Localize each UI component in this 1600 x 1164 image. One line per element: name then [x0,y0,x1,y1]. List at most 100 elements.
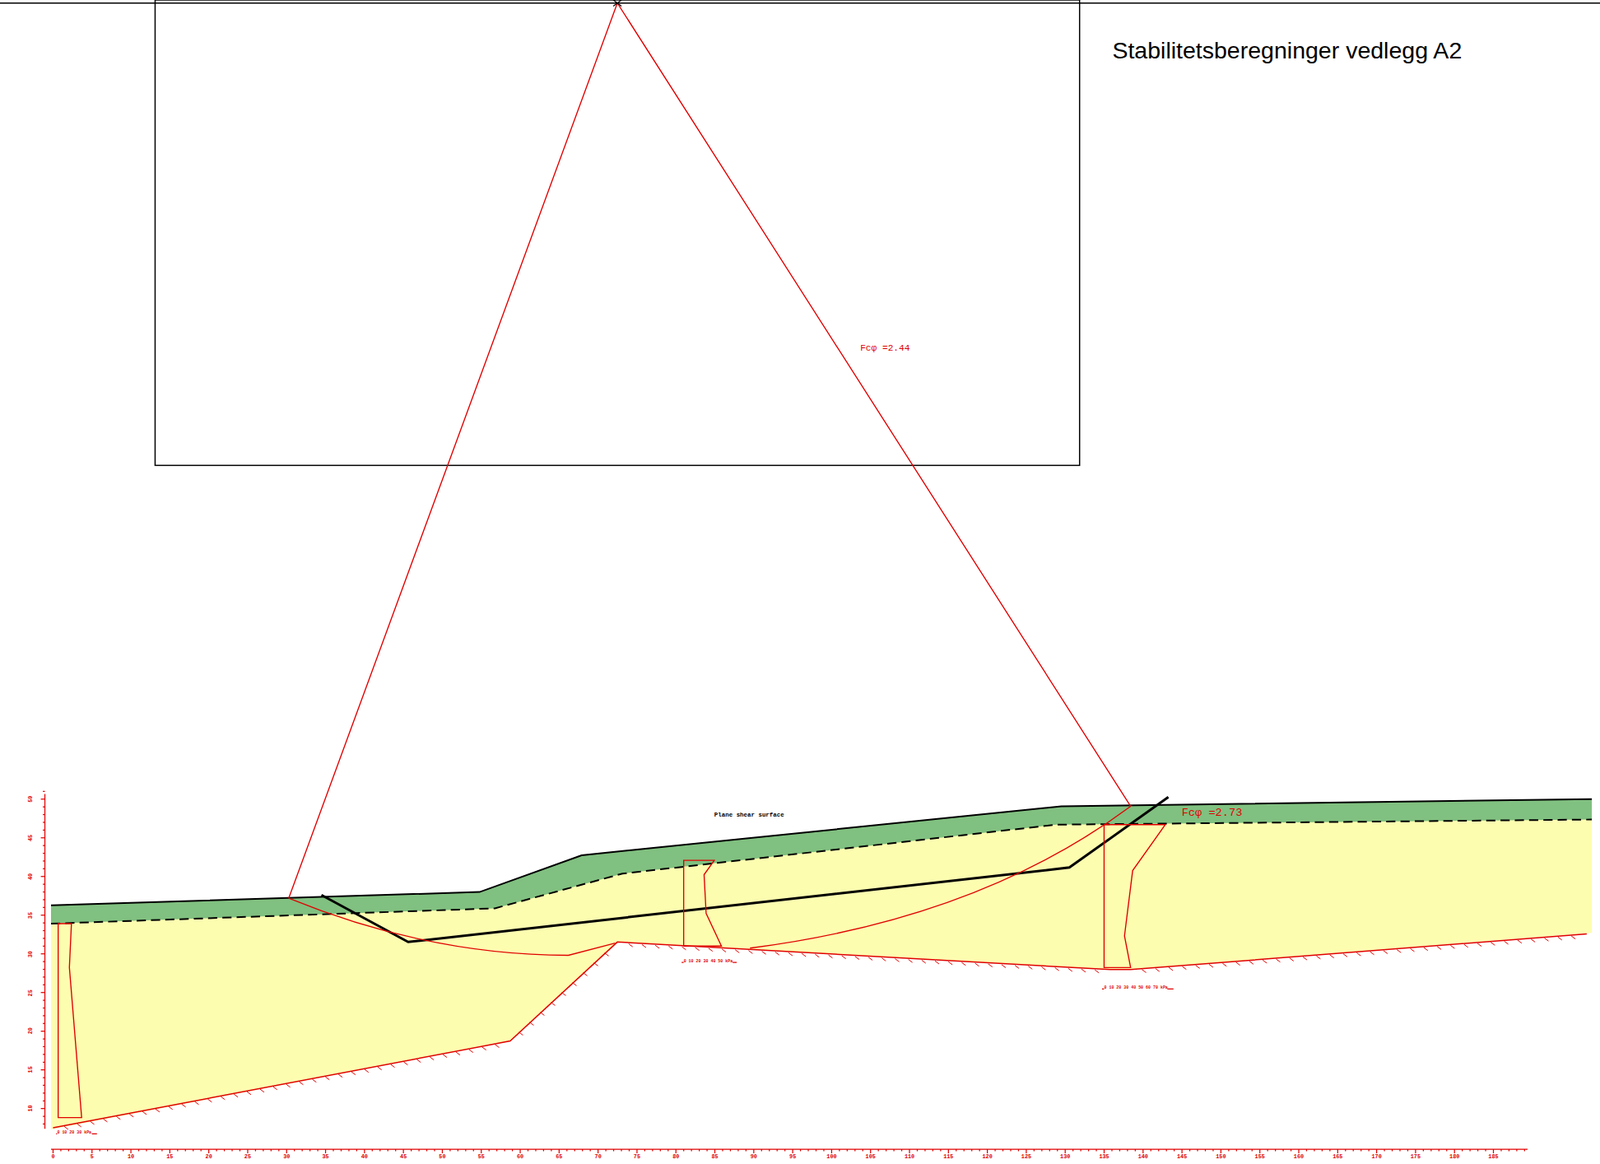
axis-tick [496,1148,498,1151]
hatch-tick [814,953,819,958]
hatch-tick [1544,937,1549,941]
axis-tick [1173,1148,1175,1151]
scale-label: 0 10 20 30 40 50 60 70 kPa [1103,986,1168,991]
hatch-tick [934,960,940,964]
zoom-box [154,0,1080,466]
axis-tick [1095,1148,1097,1151]
axis-tick [1204,1148,1206,1151]
hatch-tick [1558,936,1563,940]
topsoil-layer [51,799,1592,924]
hatch-tick [1249,961,1254,965]
hatch-tick [181,1103,187,1107]
axis-number: 140 [1138,1153,1149,1160]
radius-lines [288,3,1131,898]
hatch-tick [1262,959,1267,963]
axis-tick [519,1148,521,1154]
axis-tick [449,1148,451,1151]
drawing-title: Stabilitetsberegninger vedlegg A2 [1111,38,1462,63]
axis-tick [1383,1148,1385,1151]
axis-tick [106,1148,108,1151]
hatch-tick [482,1046,487,1051]
hatch-tick [1316,955,1321,959]
hatch-tick [311,1079,317,1083]
hatch-tick [260,1088,265,1093]
hatch-tick [1289,958,1294,962]
axis-tick [932,1148,934,1151]
axis-tick [161,1148,163,1151]
axis-tick [41,837,46,838]
axis-number: 160 [1293,1153,1304,1160]
hatch-tick [1450,944,1455,949]
axis-tick [325,1148,326,1154]
axis-number: 175 [1410,1153,1421,1160]
axis-tick [854,1148,856,1151]
axis-tick [908,1148,910,1154]
hatch-tick [1001,964,1006,968]
slip-surfaces [55,3,1174,1135]
axis-tick [1329,1148,1331,1151]
axis-number: 5 [90,1153,94,1160]
axis-tick [823,1148,824,1151]
ground-surface [51,799,1592,906]
axis-tick [1049,1148,1051,1151]
axis-tick [309,1148,311,1151]
axis-tick [316,1148,318,1151]
hatch-tick [562,992,567,996]
layer-label: Plane shear surface [714,812,785,819]
axis-tick [1243,1148,1245,1151]
hatch-tick [1477,943,1482,947]
hatch-tick [1464,944,1469,948]
axis-tick [42,1037,45,1039]
axis-number: 170 [1371,1153,1382,1160]
axis-tick [153,1148,155,1151]
hatch-tick [855,956,860,960]
axis-number: 20 [27,1027,34,1035]
hatch-tick [518,1032,523,1036]
hatch-tick [1330,954,1335,959]
hatch-tick [841,955,847,959]
hatch-tick [168,1106,173,1110]
axis-tick [1041,1148,1042,1151]
axis-number: 10 [27,1105,34,1112]
axis-tick [169,1148,171,1154]
strength-profile [58,923,83,1118]
axis-tick [1500,1148,1502,1151]
hatch-tick [801,953,806,957]
axis-tick [916,1148,918,1151]
hatch-tick [988,963,993,968]
axis-tick [1306,1148,1307,1151]
hatch-tick [1209,963,1214,968]
hatch-tick [708,948,713,952]
axis-tick [223,1148,225,1151]
axis-tick [1477,1148,1479,1151]
axis-tick [1142,1148,1144,1154]
hatch-tick [299,1081,304,1085]
axis-tick [885,1148,887,1151]
hatch-tick [90,1120,95,1125]
axis-tick [979,1148,981,1151]
hatch-tick [628,943,633,947]
axis-tick [706,1148,707,1151]
axis-tick [1469,1148,1471,1151]
axis-tick [42,1092,45,1094]
hatch-tick [286,1083,291,1088]
axis-number: 95 [789,1153,796,1160]
axis-tick [372,1148,373,1151]
axis-tick [1391,1148,1393,1151]
axis-number: 25 [244,1153,252,1160]
axis-tick [41,991,46,993]
axis-tick [613,1148,614,1151]
axis-tick [42,1084,45,1086]
axis-tick [42,1014,45,1016]
axis-tick [145,1148,147,1151]
axis-tick [465,1148,466,1151]
axis-tick [122,1148,124,1151]
axis-tick [239,1148,241,1151]
hatch-tick [682,946,687,950]
hatch-tick [1014,965,1019,969]
axis-tick [660,1148,661,1151]
axis-tick [42,790,45,792]
hatch-tick [1055,967,1060,971]
axis-tick [1454,1148,1456,1154]
